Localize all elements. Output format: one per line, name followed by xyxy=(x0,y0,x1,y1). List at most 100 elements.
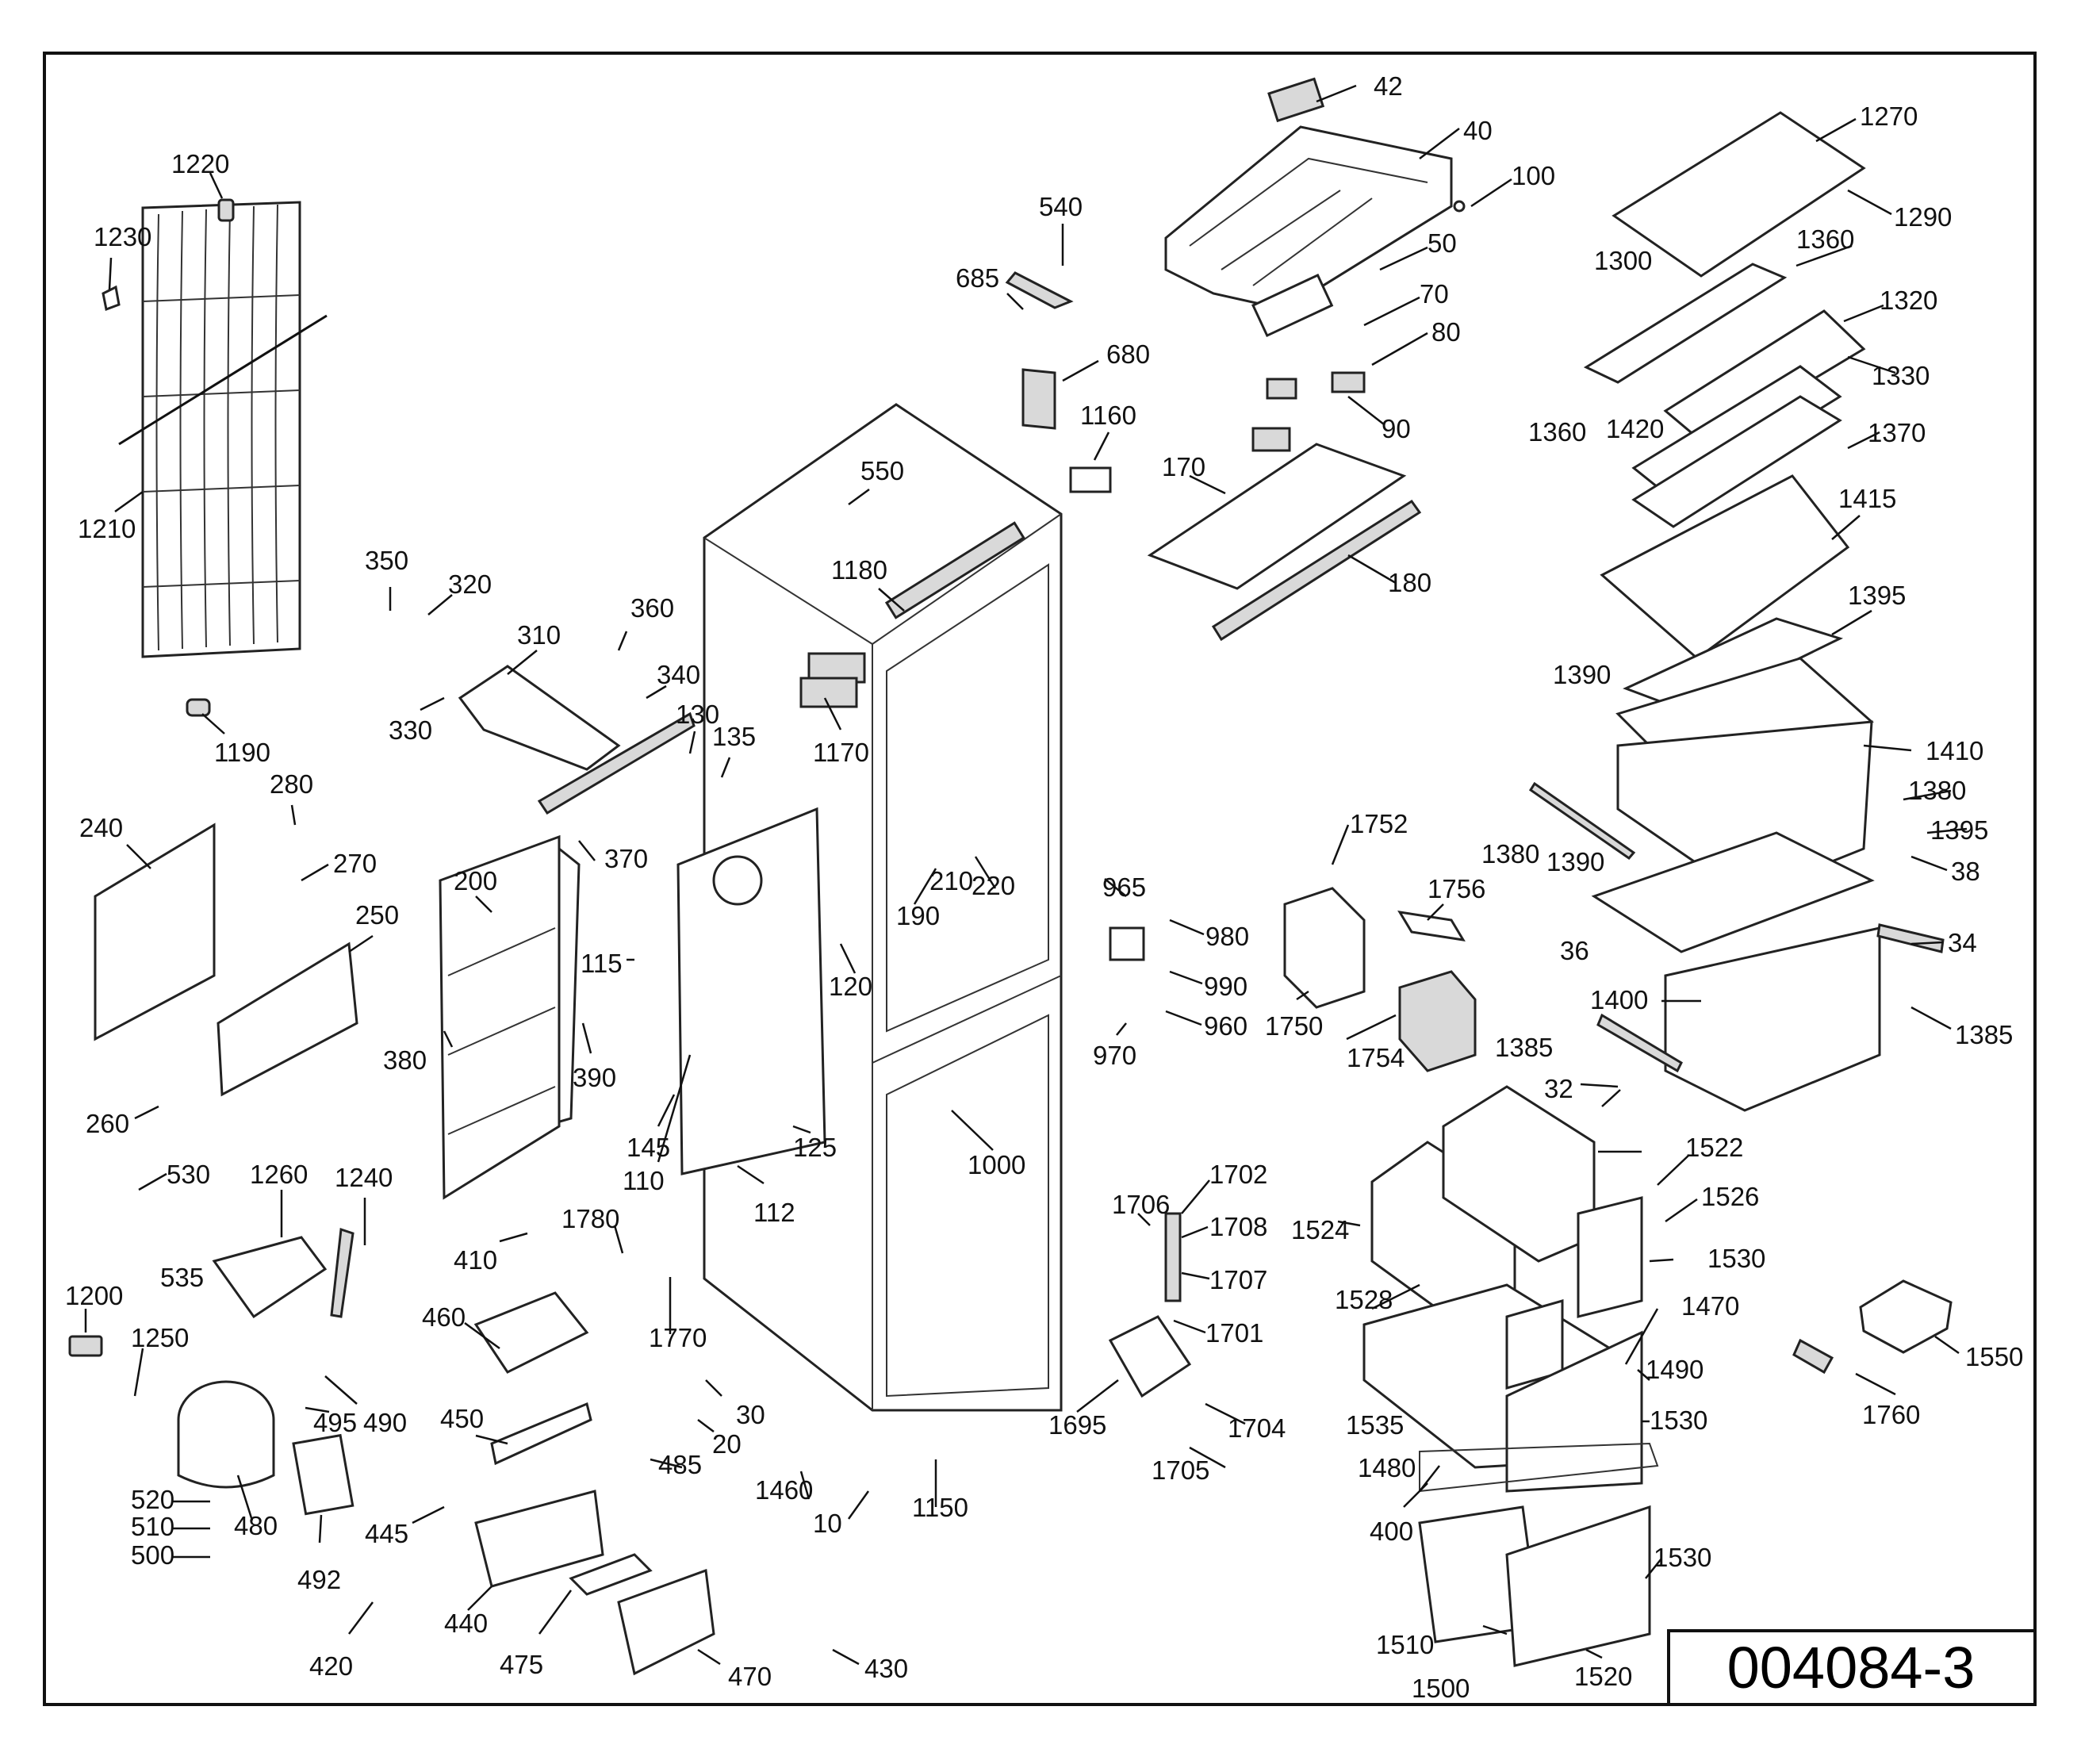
callout-label: 475 xyxy=(500,1650,543,1679)
callout-label: 1490 xyxy=(1646,1355,1704,1384)
callout-label: 1702 xyxy=(1209,1160,1267,1189)
callout-label: 1395 xyxy=(1848,581,1906,610)
callout-label: 1750 xyxy=(1265,1011,1323,1041)
callout-label: 1528 xyxy=(1335,1285,1393,1314)
callout-label: 1526 xyxy=(1701,1182,1759,1211)
callout-label: 320 xyxy=(448,569,492,599)
callout-label: 1370 xyxy=(1868,418,1926,447)
callout-label: 1460 xyxy=(755,1475,813,1505)
callout-label: 1770 xyxy=(649,1323,707,1352)
callout-label: 430 xyxy=(864,1654,908,1683)
callout-label: 550 xyxy=(860,456,904,485)
callout-label: 410 xyxy=(454,1245,497,1275)
callout-label: 485 xyxy=(658,1450,702,1479)
callout-label: 340 xyxy=(657,660,700,689)
callout-label: 1190 xyxy=(214,738,270,767)
callout-label: 1320 xyxy=(1880,286,1937,315)
callout-label: 1240 xyxy=(335,1163,393,1192)
drawing-number: 004084-3 xyxy=(1727,1634,1976,1701)
callout-label: 1706 xyxy=(1112,1190,1170,1219)
callout-label: 32 xyxy=(1544,1074,1573,1103)
callout-label: 990 xyxy=(1204,972,1247,1001)
callout-label: 450 xyxy=(440,1404,484,1433)
hinge-assembly-part xyxy=(1108,1212,1192,1398)
callout-label: 1160 xyxy=(1080,401,1136,430)
callout-label: 170 xyxy=(1162,452,1205,481)
title-block xyxy=(1667,1629,2037,1706)
callout-label: 112 xyxy=(753,1198,795,1227)
compressor-part xyxy=(68,1227,354,1516)
container-1754-part xyxy=(1398,970,1477,1072)
callout-label: 1705 xyxy=(1152,1455,1209,1485)
fan-bracket-part xyxy=(537,711,696,815)
callout-label: 200 xyxy=(454,866,497,895)
callout-label: 1524 xyxy=(1291,1215,1349,1244)
callout-label: 445 xyxy=(365,1519,408,1548)
callout-label: 1535 xyxy=(1346,1410,1404,1440)
fan-cover-1550-part xyxy=(1859,1279,1953,1354)
callout-label: 1708 xyxy=(1209,1212,1267,1241)
callout-label: 260 xyxy=(86,1109,129,1138)
callout-label: 520 xyxy=(131,1485,174,1514)
callout-label: 115 xyxy=(581,949,623,978)
screwdriver-1760-part xyxy=(1792,1338,1834,1375)
callout-label: 970 xyxy=(1093,1041,1136,1070)
drawing-border xyxy=(43,52,2037,1706)
callout-label: 685 xyxy=(956,263,999,293)
callout-label: 380 xyxy=(383,1045,427,1075)
callout-label: 1522 xyxy=(1685,1133,1743,1162)
callout-label: 1400 xyxy=(1590,985,1648,1014)
callout-label: 1290 xyxy=(1894,202,1952,232)
callout-label: 1480 xyxy=(1358,1453,1416,1482)
callout-label: 540 xyxy=(1039,192,1083,221)
callout-label: 1200 xyxy=(65,1281,123,1310)
callout-label: 38 xyxy=(1951,857,1980,886)
callout-label: 1530 xyxy=(1650,1405,1707,1435)
callout-label: 1530 xyxy=(1654,1543,1711,1572)
callout-label: 1150 xyxy=(912,1493,968,1522)
callout-label: 370 xyxy=(604,844,648,873)
callout-label: 400 xyxy=(1370,1517,1413,1546)
callout-label: 1756 xyxy=(1428,874,1485,903)
callout-label: 530 xyxy=(167,1160,210,1189)
callout-label: 100 xyxy=(1512,161,1555,190)
callout-label: 350 xyxy=(365,546,408,575)
drawer-bins-part xyxy=(1362,1085,1659,1667)
plate-965-part xyxy=(1109,926,1145,961)
callout-label: 42 xyxy=(1374,71,1403,101)
callout-label: 34 xyxy=(1948,928,1977,957)
callout-label: 535 xyxy=(160,1263,204,1292)
callout-label: 965 xyxy=(1102,872,1146,902)
callout-label: 1704 xyxy=(1228,1413,1286,1443)
callout-label: 50 xyxy=(1428,228,1457,258)
callout-label: 180 xyxy=(1388,568,1431,597)
callout-label: 80 xyxy=(1431,317,1461,347)
callout-label: 130 xyxy=(676,700,719,729)
callout-label: 1550 xyxy=(1965,1342,2023,1371)
callout-label: 500 xyxy=(131,1540,174,1570)
container-1750-part xyxy=(1283,887,1366,1009)
callout-label: 470 xyxy=(728,1662,772,1691)
callout-label: 1500 xyxy=(1412,1674,1470,1703)
callout-label: 680 xyxy=(1106,339,1150,369)
callout-labels: 42 40 100 50 70 80 90 170 180 1270 1290 … xyxy=(65,71,2023,1703)
callout-label: 1380 xyxy=(1481,839,1539,869)
callout-label: 270 xyxy=(333,849,377,878)
callout-label: 1385 xyxy=(1955,1020,2013,1049)
cabinet-part xyxy=(703,403,1063,1412)
callout-label: 30 xyxy=(736,1400,765,1429)
callout-label: 360 xyxy=(630,593,674,623)
callout-label: 1390 xyxy=(1546,847,1604,876)
callout-label: 1270 xyxy=(1860,102,1918,131)
callout-label: 510 xyxy=(131,1512,174,1541)
back-cover-240-part xyxy=(94,823,216,1041)
callout-label: 1385 xyxy=(1495,1033,1553,1062)
callout-label: 440 xyxy=(444,1609,488,1638)
glass-shelf-170-part xyxy=(1147,443,1407,590)
callout-label: 240 xyxy=(79,813,123,842)
fan-540-part xyxy=(1005,271,1074,309)
callout-label: 490 xyxy=(363,1408,407,1437)
top-control-assembly-part xyxy=(1164,77,1466,452)
callout-label: 1170 xyxy=(813,738,869,767)
